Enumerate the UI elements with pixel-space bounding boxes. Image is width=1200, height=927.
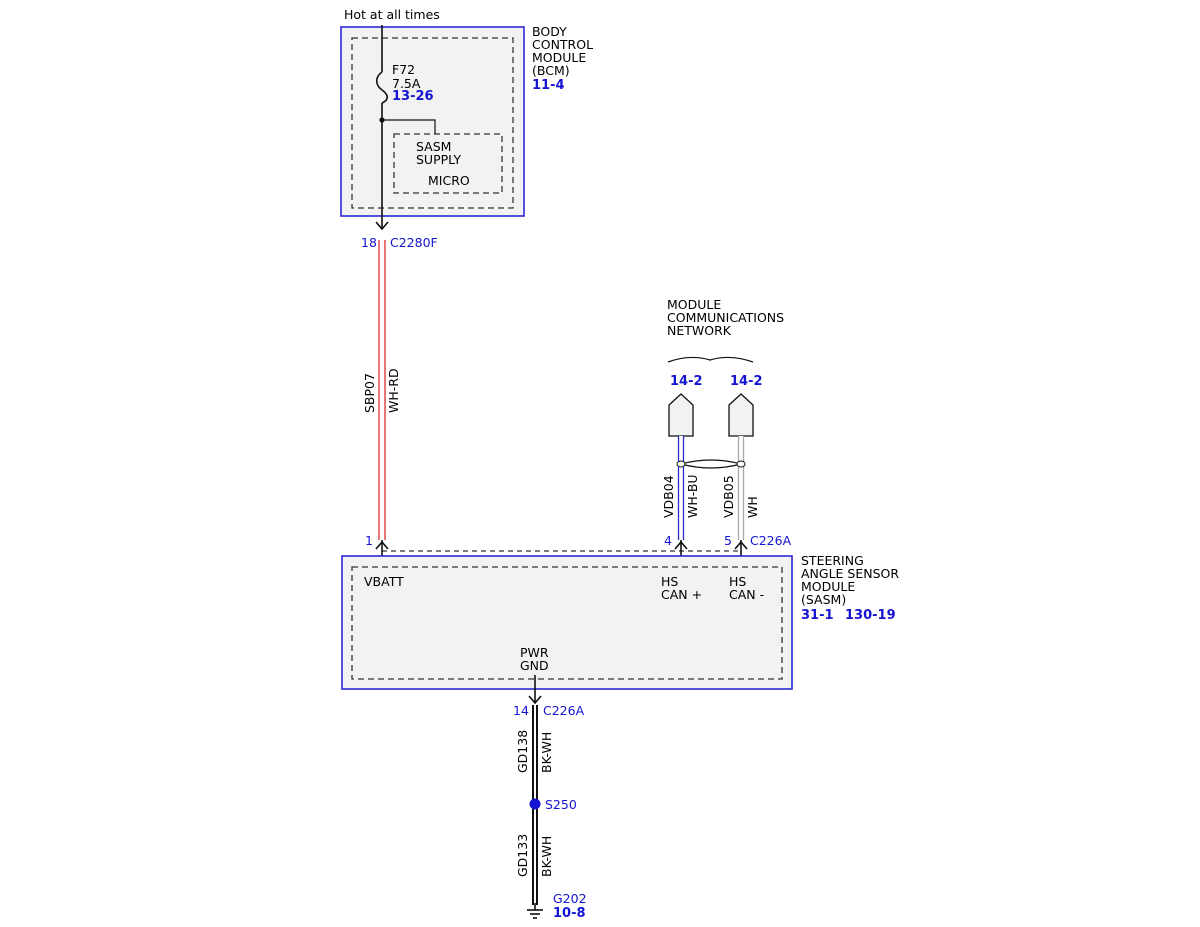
wire-sbp07[interactable] [378, 240, 386, 540]
sasm-module[interactable] [341, 555, 793, 690]
sasm-pin-can-minus-line-2: CAN - [729, 587, 764, 602]
sasm-pin-can-minus-line-1: HS [729, 574, 746, 589]
sasm-pin-vbatt: VBATT [364, 574, 404, 589]
connector-c226a-top-name[interactable]: C226A [750, 533, 792, 548]
wire-vdb05-color: WH [745, 496, 760, 518]
network-connector-right-icon[interactable] [728, 393, 754, 437]
bcm-name-line-1: BODY [532, 24, 567, 39]
network-ref-left[interactable]: 14-2 [670, 374, 703, 389]
twisted-pair-icon [680, 459, 742, 469]
sasm-pin-can-plus-line-1: HS [661, 574, 678, 589]
wire-vdb05[interactable] [737, 436, 745, 540]
splice-s250-icon[interactable] [529, 798, 541, 810]
wire-gd133-color: BK-WH [539, 836, 554, 877]
power-source-label: Hot at all times [344, 7, 440, 22]
sasm-name-line-4: (SASM) [801, 592, 846, 607]
connector-c226a-pin-5: 5 [724, 533, 732, 548]
wire-gd138-circuit: GD138 [515, 730, 530, 773]
network-brace-icon [667, 356, 754, 363]
fuse-f72-icon[interactable] [375, 71, 389, 104]
sasm-inner-box [351, 566, 783, 680]
fuse-rating: 7.5A [392, 76, 421, 91]
bcm-module[interactable] [340, 26, 525, 217]
network-title-line-3: NETWORK [667, 323, 732, 338]
connector-c226a-pin-4: 4 [664, 533, 672, 548]
connector-c226a-pin14-icon[interactable] [528, 695, 542, 705]
connector-c226a-bottom-name[interactable]: C226A [543, 703, 585, 718]
network-ref-right[interactable]: 14-2 [730, 374, 763, 389]
twist-end-right [736, 460, 746, 468]
sasm-label: STEERING ANGLE SENSOR MODULE (SASM) 31-1… [801, 553, 899, 623]
sasm-ref-link-2[interactable]: 130-19 [845, 608, 896, 623]
ground-g202-ref[interactable]: 10-8 [553, 906, 586, 921]
ground-g202-name[interactable]: G202 [553, 891, 587, 906]
splice-s250-name[interactable]: S250 [545, 797, 577, 812]
sasm-name-line-1: STEERING [801, 553, 864, 568]
micro-label-line-2: SUPPLY [416, 152, 461, 167]
wire-sbp07-circuit: SBP07 [362, 373, 377, 413]
wire-vdb04-color: WH-BU [685, 474, 700, 518]
bcm-name-line-2: CONTROL [532, 37, 593, 52]
sasm-pin-gnd-line-2: GND [520, 658, 549, 673]
bcm-inner-box [351, 37, 514, 209]
micro-label-line-1: SASM [416, 139, 451, 154]
wire-gd138[interactable] [532, 705, 538, 800]
sasm-ref-link-1[interactable]: 31-1 [801, 608, 834, 623]
sasm-name-line-3: MODULE [801, 579, 855, 594]
sasm-pin-gnd-line-1: PWR [520, 645, 549, 660]
bcm-micro-box [393, 133, 503, 194]
micro-supply-line [382, 119, 436, 134]
network-connector-left-icon[interactable] [668, 393, 694, 437]
bcm-name-line-4: (BCM) [532, 63, 570, 78]
wire-vdb05-circuit: VDB05 [721, 475, 736, 518]
connector-c2280f-name[interactable]: C2280F [390, 235, 438, 250]
sasm-pin-can-plus-line-2: CAN + [661, 587, 702, 602]
wire-sbp07-color: WH-RD [386, 368, 401, 413]
wire-vdb04-circuit: VDB04 [661, 475, 676, 518]
wire-vdb04[interactable] [677, 436, 685, 540]
bcm-ref-link[interactable]: 11-4 [532, 78, 565, 93]
sasm-name-line-2: ANGLE SENSOR [801, 566, 899, 581]
connector-c226a-pin-14: 14 [513, 703, 529, 718]
wire-gd133-circuit: GD133 [515, 834, 530, 877]
wire-gd133[interactable] [532, 809, 538, 905]
wire-gd138-color: BK-WH [539, 732, 554, 773]
connector-c2280f-pin: 18 [361, 235, 377, 250]
fuse-name: F72 [392, 62, 415, 77]
ground-g202-icon[interactable] [527, 903, 543, 919]
connector-c2280f-pin-icon[interactable] [375, 221, 389, 231]
bcm-label: BODY CONTROL MODULE (BCM) 11-4 [532, 24, 593, 93]
network-title-line-1: MODULE [667, 297, 721, 312]
network-title-line-2: COMMUNICATIONS [667, 310, 784, 325]
micro-label-micro: MICRO [428, 173, 470, 188]
bcm-name-line-3: MODULE [532, 50, 586, 65]
sasm-outer-box [341, 555, 793, 690]
fuse-ref-link[interactable]: 13-26 [392, 89, 434, 104]
connector-c226a-pin-1: 1 [365, 533, 373, 548]
twist-end-left [676, 460, 686, 468]
